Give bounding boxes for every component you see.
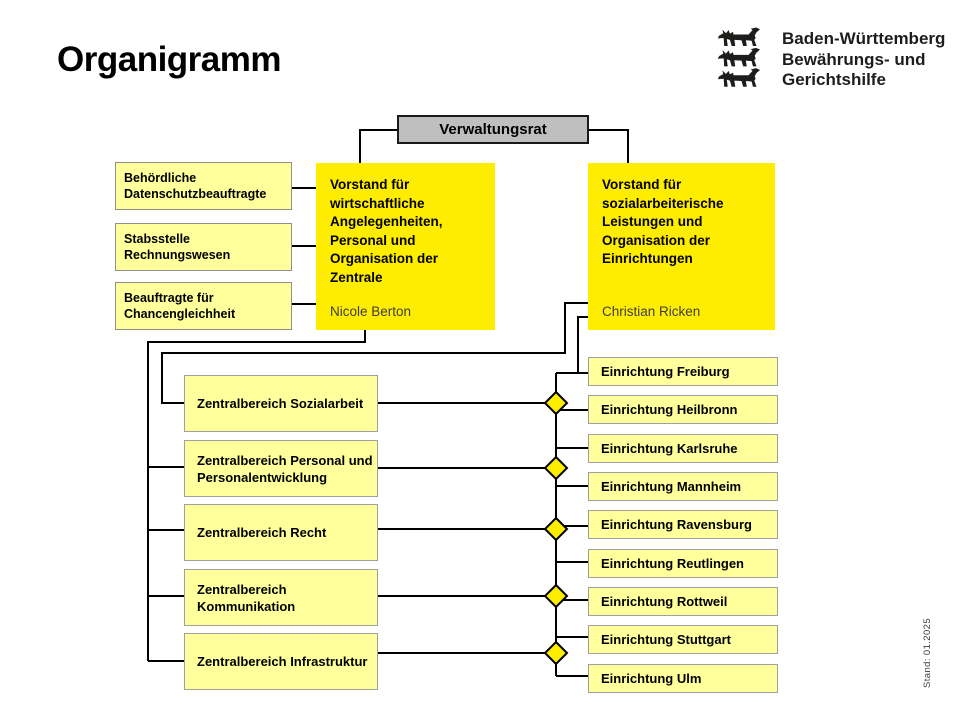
vorstand-sozial-title: Vorstand für sozialarbeiterische Leistun… [602,177,724,266]
logo: Baden-Württemberg Bewährungs- und Gerich… [716,27,945,91]
einrichtung-reutlingen-box: Einrichtung Reutlingen [588,549,778,578]
connector-diamond [543,390,569,416]
connector-diamond [543,583,569,609]
einrichtung-freiburg-box: Einrichtung Freiburg [588,357,778,386]
page-title: Organigramm [57,40,282,79]
einrichtung-label: Einrichtung Ravensburg [601,517,752,532]
zentralbereich-label: Zentralbereich Personal und Personalentw… [197,452,373,485]
einrichtung-ulm-box: Einrichtung Ulm [588,664,778,693]
zentralbereich-infrastruktur-box: Zentralbereich Infrastruktur [184,633,378,690]
zentralbereich-label: Zentralbereich Recht [197,525,327,540]
vorstand-wirtschaft-title: Vorstand für wirtschaftliche Angelegenhe… [330,177,443,285]
verwaltungsrat-label: Verwaltungsrat [439,121,547,138]
logo-line-2: Bewährungs- und [782,49,926,69]
einrichtung-label: Einrichtung Reutlingen [601,556,744,571]
staff-unit-chancengleichheit-box: Beauftragte für Chancengleichheit [115,282,292,330]
vorstand-sozial-box: Vorstand für sozialarbeiterische Leistun… [588,163,775,330]
logo-text: Baden-Württemberg Bewährungs- und Gerich… [782,29,945,91]
staff-unit-datenschutz-box: Behördliche Datenschutzbeauftragte [115,162,292,210]
zentralbereich-label: Zentralbereich Infrastruktur [197,654,368,669]
connector-diamond [543,455,569,481]
einrichtung-stuttgart-box: Einrichtung Stuttgart [588,625,778,654]
staff-unit-label: Behördliche Datenschutzbeauftragte [124,171,267,201]
zentralbereich-label: Zentralbereich Kommunikation [197,581,296,614]
zentralbereich-sozialarbeit-box: Zentralbereich Sozialarbeit [184,375,378,432]
staff-unit-rechnungswesen-box: Stabsstelle Rechnungswesen [115,223,292,271]
einrichtung-karlsruhe-box: Einrichtung Karlsruhe [588,434,778,463]
einrichtung-ravensburg-box: Einrichtung Ravensburg [588,510,778,539]
einrichtung-label: Einrichtung Mannheim [601,479,742,494]
stand-note: Stand: 01.2025 [922,617,933,688]
vorstand-wirtschaft-box: Vorstand für wirtschaftliche Angelegenhe… [316,163,495,330]
einrichtung-rottweil-box: Einrichtung Rottweil [588,587,778,616]
connector-diamond [543,516,569,542]
zentralbereich-kommunikation-box: Zentralbereich Kommunikation [184,569,378,626]
staff-unit-label: Beauftragte für Chancengleichheit [124,291,236,321]
zentralbereich-recht-box: Zentralbereich Recht [184,504,378,561]
verwaltungsrat-box: Verwaltungsrat [397,115,589,144]
logo-line-3: Gerichtshilfe [782,70,886,89]
zentralbereich-personal-box: Zentralbereich Personal und Personalentw… [184,440,378,497]
einrichtung-label: Einrichtung Rottweil [601,594,728,609]
vorstand-wirtschaft-person: Nicole Berton [330,304,412,319]
connector-diamond [543,640,569,666]
einrichtung-label: Einrichtung Karlsruhe [601,441,738,456]
einrichtung-label: Einrichtung Freiburg [601,364,730,379]
einrichtung-label: Einrichtung Ulm [601,671,702,686]
vorstand-sozial-person: Christian Ricken [602,304,701,319]
einrichtung-heilbronn-box: Einrichtung Heilbronn [588,395,778,424]
zentralbereich-label: Zentralbereich Sozialarbeit [197,396,364,411]
einrichtung-label: Einrichtung Heilbronn [601,402,738,417]
einrichtung-label: Einrichtung Stuttgart [601,632,731,647]
staff-unit-label: Stabsstelle Rechnungswesen [124,232,231,262]
logo-line-1: Baden-Württemberg [782,29,946,48]
einrichtung-mannheim-box: Einrichtung Mannheim [588,472,778,501]
